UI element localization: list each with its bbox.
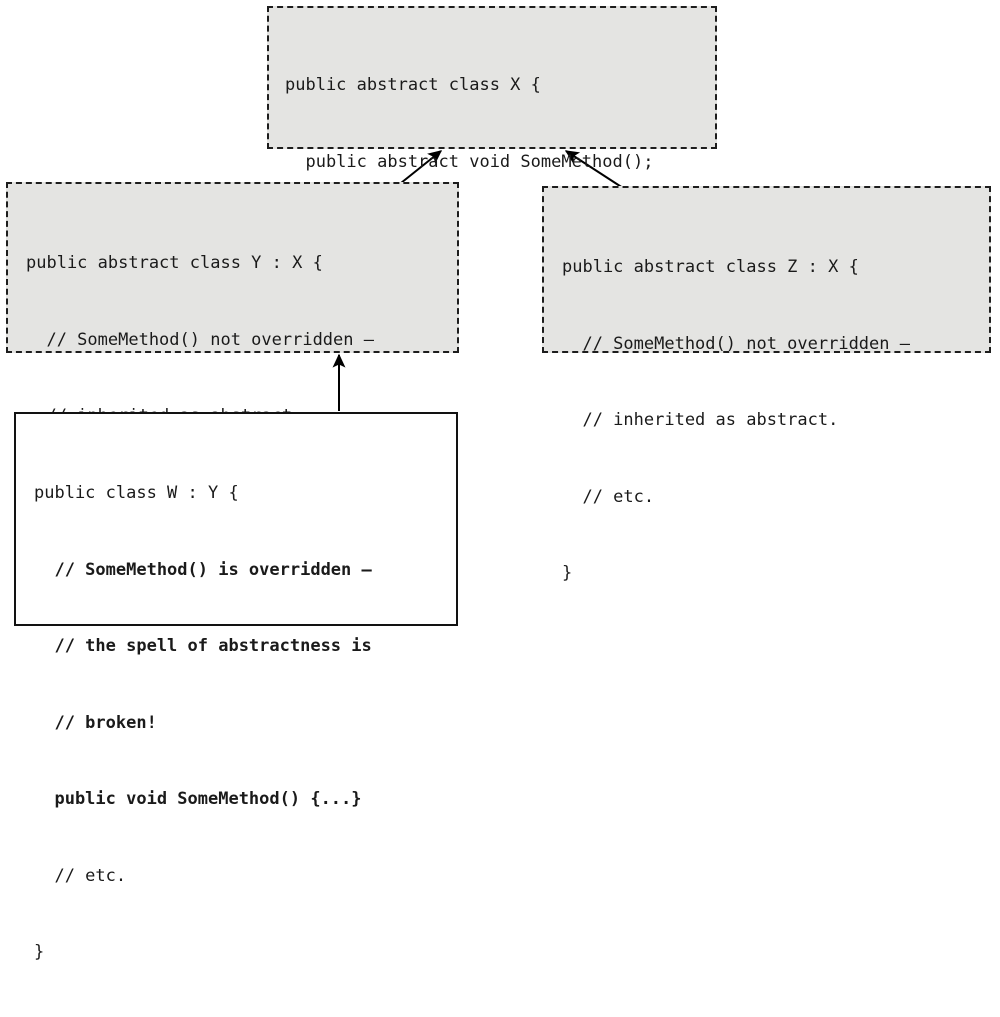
code-line: }: [562, 563, 573, 583]
code-line: // the spell of abstractness is: [34, 636, 372, 656]
code-line: // etc.: [562, 486, 655, 507]
code-line: // SomeMethod() not overridden –: [562, 333, 910, 354]
class-node-z[interactable]: public abstract class Z : X { // SomeMet…: [542, 186, 991, 583]
code-line: // etc.: [34, 865, 127, 886]
code-line: // broken!: [34, 712, 157, 733]
code-line: public abstract class X {: [285, 75, 541, 95]
code-line: public abstract class Y : X {: [26, 253, 323, 273]
code-line: }: [34, 942, 45, 962]
code-line: public void SomeMethod() {...}: [34, 789, 362, 809]
class-diagram-canvas: public abstract class X { public abstrac…: [6, 6, 991, 962]
class-node-x[interactable]: public abstract class X { public abstrac…: [267, 6, 717, 325]
code-line: public class W : Y {: [34, 483, 239, 503]
code-line: // SomeMethod() is overridden –: [34, 559, 372, 580]
code-line: // inherited as abstract.: [562, 410, 839, 430]
class-node-y[interactable]: public abstract class Y : X { // SomeMet…: [6, 182, 459, 579]
code-line: public abstract void SomeMethod();: [285, 151, 654, 172]
code-line: // SomeMethod() not overridden –: [26, 329, 374, 350]
code-line: public abstract class Z : X {: [562, 257, 859, 277]
class-node-w[interactable]: public class W : Y { // SomeMethod() is …: [14, 412, 458, 962]
